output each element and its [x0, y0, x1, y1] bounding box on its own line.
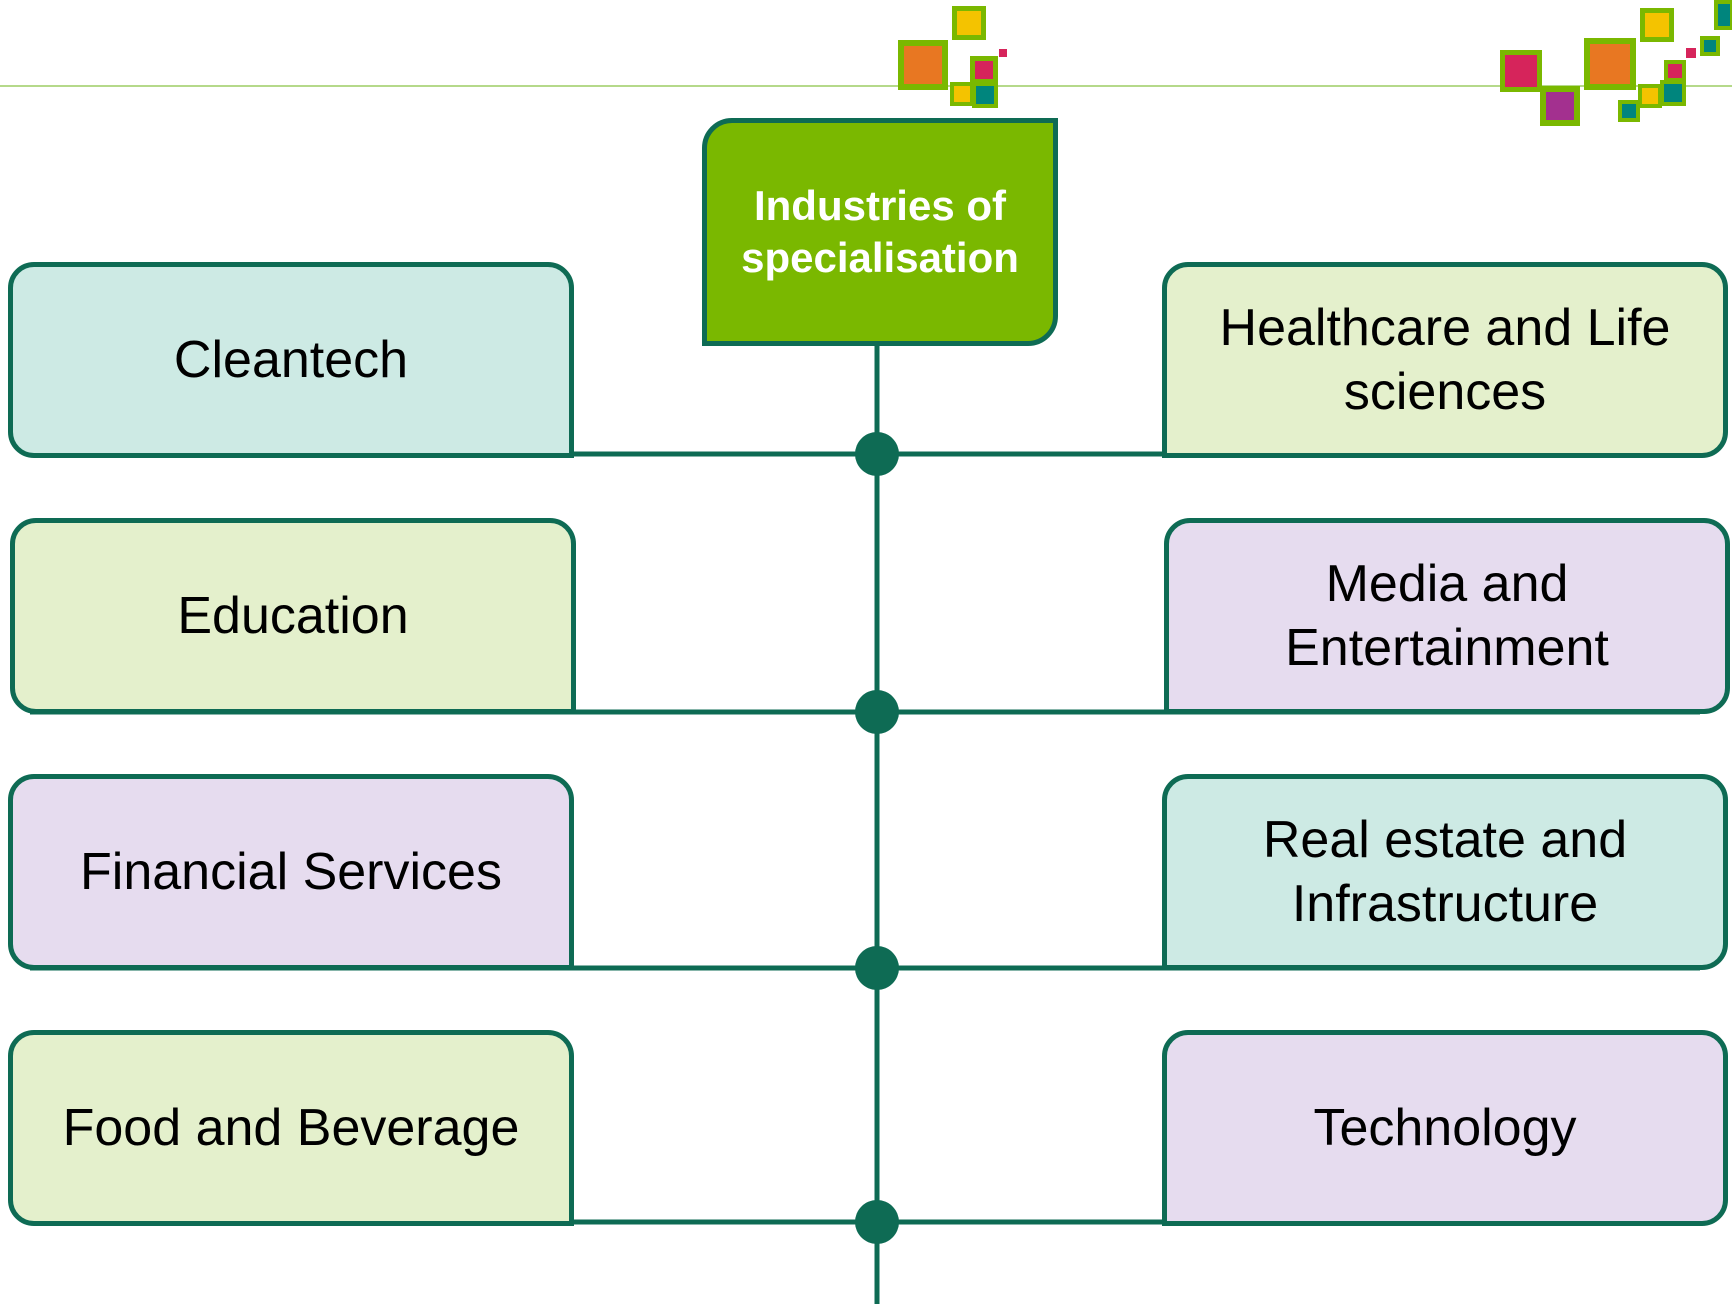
decorative-squares-left [898, 6, 1007, 108]
industry-label: Healthcare and Life sciences [1219, 299, 1671, 421]
junction-dot-1 [855, 432, 899, 476]
junction-dot-2 [855, 690, 899, 734]
junction-dots [855, 432, 899, 1244]
industry-label: Technology [1313, 1099, 1577, 1157]
industry-node-healthcare: Healthcare and Life sciences [1162, 262, 1728, 458]
junction-dot-4 [855, 1200, 899, 1244]
decorative-squares-right [1500, 0, 1732, 126]
industry-node-cleantech: Cleantech [8, 262, 574, 458]
root-label: Industries of specialisation [741, 182, 1019, 281]
industry-label: Education [177, 587, 409, 645]
industry-node-food-and-beverage: Food and Beverage [8, 1030, 574, 1226]
industry-label: Real estate and Infrastructure [1262, 811, 1628, 933]
industry-node-education: Education [10, 518, 576, 714]
industry-node-real-estate: Real estate and Infrastructure [1162, 774, 1728, 970]
industry-node-technology: Technology [1162, 1030, 1728, 1226]
root-node: Industries of specialisation [702, 118, 1058, 346]
industry-label: Media and Entertainment [1285, 555, 1609, 677]
industry-label: Food and Beverage [62, 1099, 520, 1157]
industry-node-financial-services: Financial Services [8, 774, 574, 970]
industry-node-media: Media and Entertainment [1164, 518, 1730, 714]
junction-dot-3 [855, 946, 899, 990]
industry-label: Cleantech [173, 331, 409, 389]
industry-label: Financial Services [80, 843, 502, 901]
